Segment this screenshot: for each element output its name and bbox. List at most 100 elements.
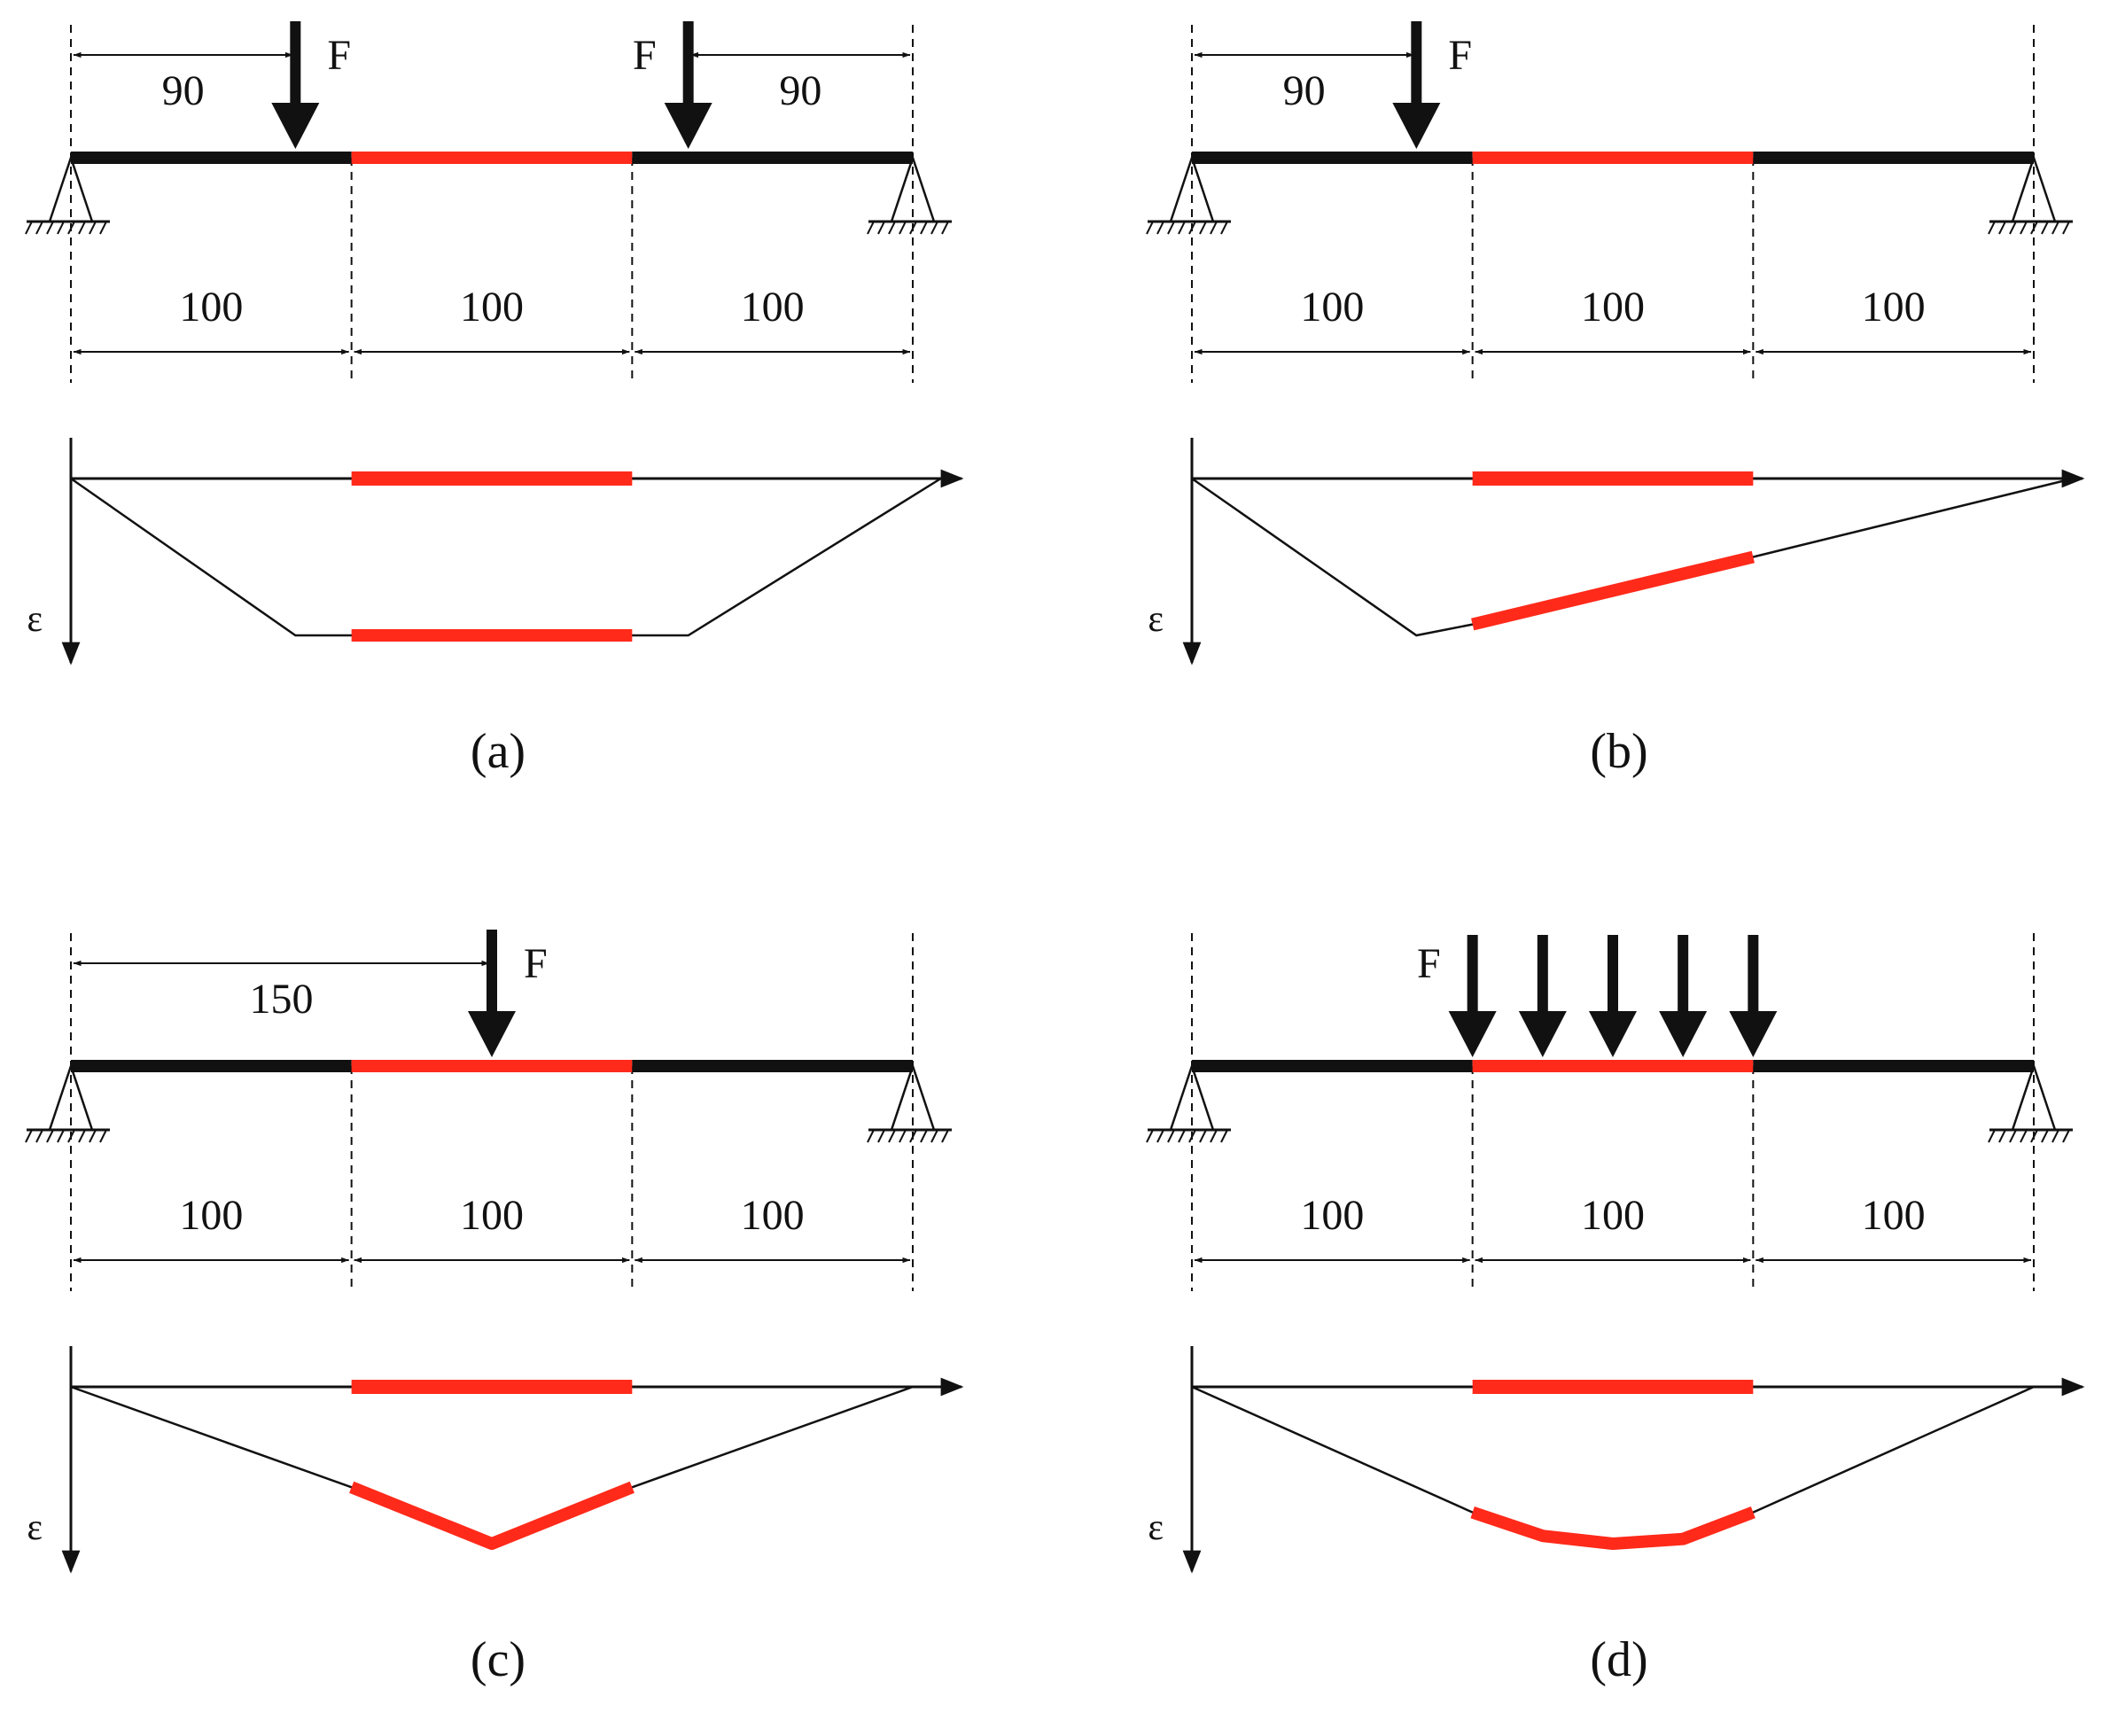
strain-axis-label: ε [1148,599,1164,640]
panel-caption: (a) [471,724,526,779]
ground-hatch [1178,1129,1186,1143]
load-arrow [664,21,712,149]
ground-hatch [920,221,928,235]
ground-hatch [909,221,917,235]
force-label: F [327,32,351,79]
load-arrow [1659,935,1708,1057]
ground-hatch [1156,221,1164,235]
load-arrow [1589,935,1637,1057]
ground-hatch [1178,221,1186,235]
ground-hatch [99,1129,107,1143]
strain-axis-label: ε [27,1507,43,1548]
strain-curve [70,477,942,637]
load-head [468,1011,516,1057]
span-label: 100 [741,1192,805,1239]
load-arrow [271,21,320,149]
ground-hatch [867,1129,875,1143]
ground-hatch [67,221,75,235]
ground-hatch [920,1129,928,1143]
ground-hatch [941,1129,949,1143]
ground-hatch [78,221,86,235]
ground-hatch [1167,1129,1175,1143]
ground-hatch [941,221,949,235]
ground-hatch [1210,221,1218,235]
span-label: 100 [1862,284,1926,331]
span-label: 100 [179,284,243,331]
ground-hatch [78,1129,86,1143]
ground-hatch [877,1129,885,1143]
load-arrow [1392,21,1441,149]
ground-hatch [25,221,33,235]
ground-hatch [1146,1129,1154,1143]
load-dimension-label: 150 [250,976,314,1023]
ground-hatch [1998,221,2006,235]
ground-hatch [2009,221,2017,235]
force-label: F [1417,940,1441,987]
ground-hatch [2020,221,2028,235]
span-label: 100 [1862,1192,1926,1239]
right-support [867,154,952,235]
strain-axis-label: ε [1148,1507,1164,1548]
ground-hatch [99,221,107,235]
ground-hatch [2009,1129,2017,1143]
ground-hatch [46,1129,54,1143]
span-label: 100 [741,284,805,331]
ground-hatch [1167,221,1175,235]
ground-hatch [1210,1129,1218,1143]
strain-curve [1191,477,2074,637]
ground-hatch [909,1129,917,1143]
force-label: F [633,32,657,79]
ground-hatch [1188,221,1196,235]
ground-hatch [2062,1129,2070,1143]
ground-hatch [877,221,885,235]
ground-hatch [89,221,97,235]
ground-hatch [1199,221,1207,235]
ground-hatch [25,1129,33,1143]
strain-curve-highlight [349,1481,634,1550]
load-head [1659,1011,1708,1057]
ground-hatch [2041,1129,2049,1143]
ground-hatch [2062,221,2070,235]
span-label: 100 [460,1192,524,1239]
span-label: 100 [1581,1192,1645,1239]
left-support [1146,154,1231,235]
ground-hatch [867,221,875,235]
ground-hatch [1988,1129,1996,1143]
ground-hatch [2030,221,2038,235]
ground-hatch [2051,221,2059,235]
ground-hatch [1156,1129,1164,1143]
panel-caption: (b) [1590,724,1647,779]
ground-hatch [89,1129,97,1143]
left-support [25,154,110,235]
span-label: 100 [1300,284,1364,331]
ground-hatch [1998,1129,2006,1143]
ground-hatch [35,221,43,235]
ground-hatch [1199,1129,1207,1143]
span-label: 100 [1581,284,1645,331]
ground-hatch [1220,221,1228,235]
strain-curve [1191,1385,2035,1545]
load-head [1392,103,1441,149]
force-label: F [524,940,548,987]
ground-hatch [1220,1129,1228,1143]
load-arrow [1729,935,1778,1057]
load-dimension-label: 90 [162,67,205,114]
span-label: 100 [460,284,524,331]
ground-hatch [46,221,54,235]
left-support [25,1063,110,1143]
load-arrow [1518,935,1567,1057]
load-head [1589,1011,1637,1057]
strain-curve-highlight [1471,550,1755,631]
load-dimension-label: 90 [1283,67,1326,114]
strain-axis-label: ε [27,599,43,640]
ground-hatch [888,1129,896,1143]
load-head [1729,1011,1778,1057]
right-support [867,1063,952,1143]
ground-hatch [888,221,896,235]
ground-hatch [2020,1129,2028,1143]
right-support [1988,154,2073,235]
ground-hatch [1146,221,1154,235]
